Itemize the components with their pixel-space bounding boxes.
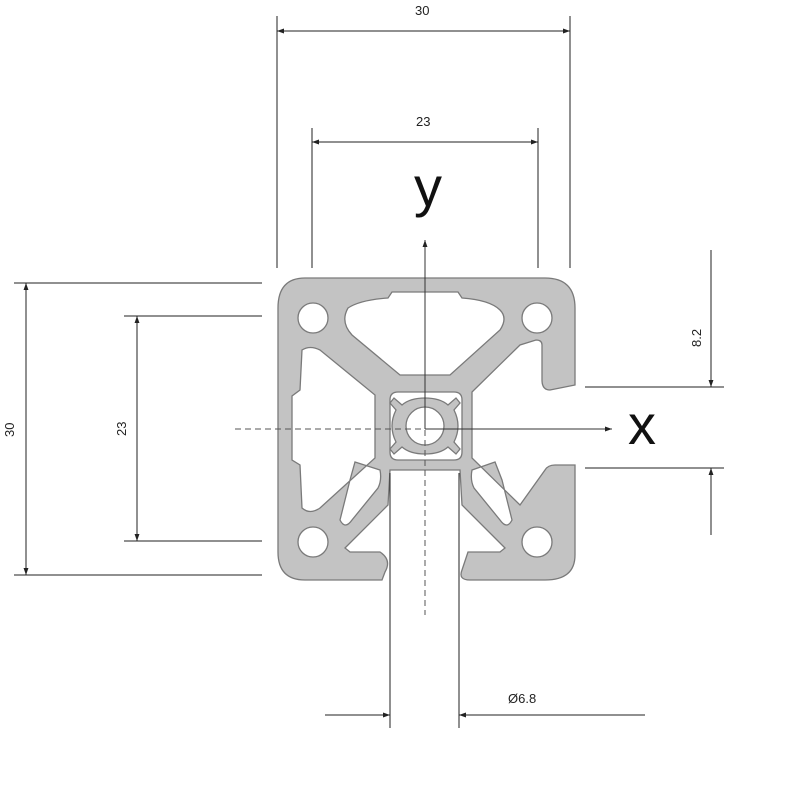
corner-hole-top-right [521, 302, 553, 334]
corner-hole-bottom-right [521, 526, 553, 558]
x-axis: x [425, 393, 656, 456]
dimension-overall-width: 30 [276, 3, 571, 268]
overall-width-label: 30 [415, 3, 429, 18]
inner-height-label: 23 [114, 422, 129, 436]
dimension-core-diameter: Ø6.8 [325, 473, 645, 728]
corner-hole-bottom-left [297, 526, 329, 558]
dimension-inner-height: 23 [114, 315, 262, 542]
dimension-overall-height: 30 [2, 282, 262, 576]
core-diameter-label: Ø6.8 [508, 691, 536, 706]
dimension-slot-offset: 8.2 [585, 250, 724, 535]
inner-width-label: 23 [416, 114, 430, 129]
y-axis: y [414, 155, 442, 429]
corner-hole-top-left [297, 302, 329, 334]
y-axis-label: y [414, 155, 442, 218]
dimension-inner-width: 23 [311, 114, 539, 268]
overall-height-label: 30 [2, 423, 17, 437]
slot-offset-label: 8.2 [689, 329, 704, 347]
x-axis-label: x [628, 393, 656, 456]
